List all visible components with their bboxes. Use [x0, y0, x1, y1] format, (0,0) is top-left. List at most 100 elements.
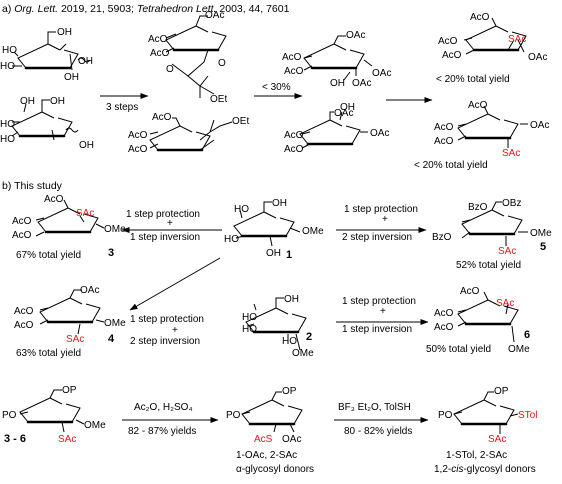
compound-5-structure: BzO OBz BzO OMe SAc: [432, 198, 552, 257]
oac-label: OAc: [334, 108, 353, 119]
oac-label: OAc: [372, 68, 391, 79]
product-2-title: 1-STol, 2-SAc: [446, 450, 507, 461]
sac-label: SAc: [488, 434, 506, 445]
oac-label: OAc: [352, 78, 371, 89]
arrow-1-to-4-cond2: 2 step inversion: [130, 336, 200, 347]
ome-label: OMe: [104, 224, 126, 235]
arrow-ac2o-reagent: Ac₂O, H₂SO₄: [134, 402, 193, 413]
compound-6-number: 6: [524, 329, 530, 341]
oh-label: OH: [79, 140, 94, 151]
orthoester-galacto-structure: OAc AcO AcO O O OEt: [148, 10, 227, 105]
bzo-label: BzO: [468, 202, 488, 213]
bzo-label: BzO: [432, 232, 452, 243]
aco-label: AcO: [442, 50, 462, 61]
ome-label: OMe: [508, 344, 530, 355]
oac-label: OAc: [282, 434, 301, 445]
manno-oh-structure: OAc OH AcO AcO OAc: [284, 102, 389, 155]
arrow-2-to-6-cond2: 1 step inversion: [342, 324, 412, 335]
product-1-title: 1-OAc, 2-SAc: [236, 450, 297, 461]
compound-1-structure: OH HO HO OH OMe: [224, 198, 324, 259]
yield-67: 67% total yield: [16, 250, 81, 261]
o-label: O: [166, 64, 174, 75]
arrow-1-to-4-plus: +: [172, 325, 178, 336]
oh-label: OH: [330, 78, 345, 89]
ho-label: HO: [0, 119, 15, 130]
arrow-bf3-reagent: BF₃ Et₂O, TolSH: [338, 402, 411, 413]
arrow-1-to-4-cond1: 1 step protection: [130, 314, 204, 325]
oh-label: OH: [20, 96, 35, 107]
po-label: PO: [226, 410, 241, 421]
arrow-1-to-3-cond1: 1 step protection: [126, 209, 200, 220]
oh-label: OH: [340, 102, 355, 113]
oac-label: OAc: [346, 30, 365, 41]
aco-label: AcO: [152, 112, 172, 123]
aco-label: AcO: [14, 306, 34, 317]
compound-1-number: 1: [286, 249, 292, 261]
po-label: PO: [2, 410, 17, 421]
arrow-ac2o-yield: 82 - 87% yields: [128, 426, 196, 437]
aco-label: AcO: [468, 100, 488, 111]
product-1-subtitle: α-glycosyl donors: [236, 464, 314, 475]
sac-label: SAc: [508, 34, 526, 45]
aco-label: AcO: [460, 286, 480, 297]
oac-label: OAc: [530, 120, 549, 131]
ho-label: HO: [242, 324, 257, 335]
op-label: OP: [494, 386, 509, 397]
sac-label: SAc: [498, 246, 516, 257]
yield-63: 63% total yield: [16, 348, 81, 359]
galacto-oac-structure: OAc AcO AcO OH OAc OAc: [282, 30, 391, 89]
compound-3-structure: AcO AcO AcO SAc OMe: [12, 194, 126, 241]
ho-label: HO: [2, 45, 17, 56]
aco-label: AcO: [14, 320, 34, 331]
ho-label: HO: [0, 134, 15, 145]
arrow-2-to-6-cond1: 1 step protection: [342, 296, 416, 307]
aco-label: AcO: [438, 36, 458, 47]
mannose-structure: OH OH HO HO OH: [0, 96, 94, 151]
arrow-2-to-6-plus: +: [380, 306, 386, 317]
oac-label: OAc: [80, 285, 99, 296]
oh-label: OH: [50, 96, 65, 107]
aco-label: AcO: [128, 130, 148, 141]
manno-sac-product: AcO AcO AcO OAc SAc: [434, 100, 549, 159]
yield-lt20-b: < 20% total yield: [414, 160, 488, 171]
oet-label: OEt: [232, 116, 249, 127]
aco-label: AcO: [44, 194, 64, 205]
oet-label: OEt: [210, 94, 227, 105]
po-label: PO: [438, 410, 453, 421]
o-label: O: [218, 58, 226, 69]
op-label: OP: [282, 386, 297, 397]
section-a-header: a) Org. Lett. 2019, 21, 5903; Tetrahedro…: [2, 3, 290, 15]
ho-label: HO: [282, 336, 297, 347]
aco-label: AcO: [434, 308, 454, 319]
oac-label: OAc: [370, 128, 389, 139]
aco-label: AcO: [434, 322, 454, 333]
aco-label: AcO: [12, 230, 32, 241]
ome-label: OMe: [302, 226, 324, 237]
compound-3-number: 3: [108, 247, 114, 259]
aco-label: AcO: [128, 144, 148, 155]
oh-label: OH: [266, 248, 281, 259]
galactose-structure: OH HO HO OH OH: [0, 27, 93, 83]
aco-label: AcO: [470, 12, 490, 23]
ho-label: HO: [0, 61, 15, 72]
oh-label: OH: [272, 198, 287, 209]
aco-label: AcO: [434, 122, 454, 133]
stol-label: STol: [518, 410, 537, 421]
arrow-1-to-3-plus: +: [167, 218, 173, 229]
aco-label: AcO: [434, 136, 454, 147]
galacto-sac-product: AcO AcO AcO SAc OAc: [438, 12, 547, 63]
oh-label: OH: [57, 27, 72, 38]
sac-label: SAc: [502, 148, 520, 159]
arrow-bf3-yield: 80 - 82% yields: [344, 426, 412, 437]
compound-4-structure: OAc AcO AcO OMe SAc: [14, 285, 126, 345]
aco-label: AcO: [284, 66, 304, 77]
oh-label: OH: [284, 294, 299, 305]
op-label: OP: [62, 385, 77, 396]
obz-label: OBz: [502, 198, 521, 209]
arrow-lt30-label: < 30%: [262, 82, 291, 93]
compound-5-number: 5: [540, 241, 546, 253]
aco-label: AcO: [284, 130, 304, 141]
ome-label: OMe: [292, 348, 314, 359]
sac-label: SAc: [58, 434, 76, 445]
